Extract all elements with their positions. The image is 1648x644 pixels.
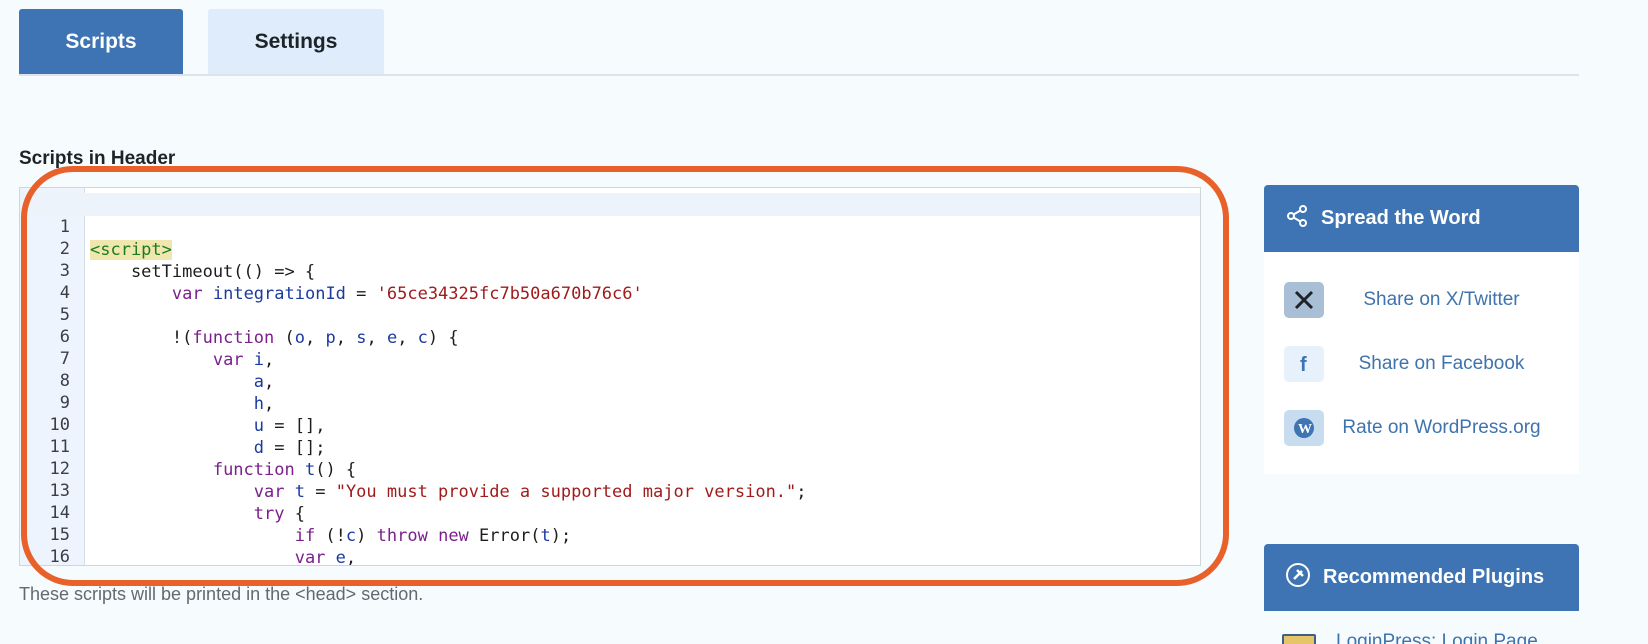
code-line: 3 var integrationId = '65ce34325fc7b50a6…	[20, 237, 1200, 304]
rate-on-wordpress-link[interactable]: W Rate on WordPress.org	[1284, 406, 1559, 450]
share-on-facebook-label: Share on Facebook	[1358, 353, 1525, 374]
line-number-gutter	[20, 188, 85, 565]
code-line: 7 a,	[20, 325, 1200, 392]
plugin-label: LoginPress: Login Page	[1336, 631, 1538, 644]
facebook-icon: f	[1284, 346, 1324, 382]
line-number: 4	[59, 283, 70, 303]
line-number: 7	[59, 349, 70, 369]
svg-text:f: f	[1300, 354, 1307, 375]
tab-scripts[interactable]: Scripts	[19, 9, 183, 74]
plugin-icon	[1285, 562, 1323, 594]
code-line: 15 var e,	[20, 501, 1200, 565]
code-line: 13 try {	[20, 457, 1200, 524]
line-number: 5	[59, 305, 70, 325]
share-on-facebook-link[interactable]: f Share on Facebook	[1284, 342, 1559, 386]
share-on-x-label: Share on X/Twitter	[1363, 289, 1520, 310]
spread-the-word-title: Spread the Word	[1321, 207, 1481, 229]
spread-the-word-panel: Share on X/Twitter f Share on Facebook W…	[1264, 252, 1579, 474]
recommended-plugins-header: Recommended Plugins	[1264, 544, 1579, 611]
code-line: 16 n = "https://cdn.smooch.io/",	[20, 523, 1200, 565]
code-line: 1 <script>	[20, 193, 1200, 260]
line-number: 12	[49, 459, 70, 479]
code-line: 17 "smooch",	[20, 545, 1200, 565]
code-line: 10 d = [];	[20, 391, 1200, 458]
line-number: 11	[49, 437, 70, 457]
line-number: 15	[49, 525, 70, 545]
code-line: 12 var t = "You must provide a supported…	[20, 435, 1200, 502]
x-twitter-icon	[1284, 282, 1324, 318]
plugin-thumbnail	[1282, 634, 1316, 644]
code-line: 11 function t() {	[20, 413, 1200, 480]
code-line: 4	[20, 259, 1200, 303]
spread-the-word-header: Spread the Word	[1264, 185, 1579, 252]
header-scripts-label: Scripts in Header	[19, 148, 176, 169]
line-number: 6	[59, 327, 70, 347]
share-on-x-link[interactable]: Share on X/Twitter	[1284, 278, 1559, 322]
line-number: 14	[49, 503, 70, 523]
code-line: 5 !(function (o, p, s, e, c) {	[20, 281, 1200, 348]
line-number: 10	[49, 415, 70, 435]
line-number: 1	[59, 217, 70, 237]
tab-settings[interactable]: Settings	[208, 9, 384, 74]
line-number: 16	[49, 547, 70, 566]
line-number: 9	[59, 393, 70, 413]
code-line: 6 var i,	[20, 303, 1200, 370]
code-line: 14 if (!c) throw new Error(t);	[20, 479, 1200, 546]
line-number: 8	[59, 371, 70, 391]
rate-on-wordpress-label: Rate on WordPress.org	[1342, 417, 1541, 438]
line-number: 2	[59, 239, 70, 259]
header-scripts-help-text: These scripts will be printed in the <he…	[19, 584, 424, 604]
svg-text:W: W	[1298, 422, 1312, 437]
header-scripts-editor[interactable]: 1 <script> 2 setTimeout(() => { 3 var in…	[19, 187, 1201, 566]
share-icon	[1285, 204, 1321, 234]
recommended-plugins-title: Recommended Plugins	[1323, 566, 1545, 588]
line-number: 13	[49, 481, 70, 501]
code-line: 2 setTimeout(() => {	[20, 215, 1200, 282]
line-number: 3	[59, 261, 70, 281]
tab-bar: Scripts Settings	[19, 9, 1579, 76]
code-line: 8 h,	[20, 347, 1200, 414]
wordpress-icon: W	[1284, 410, 1324, 446]
plugin-item[interactable]: LoginPress: Login Page	[1264, 630, 1579, 644]
code-line: 9 u = [],	[20, 369, 1200, 436]
